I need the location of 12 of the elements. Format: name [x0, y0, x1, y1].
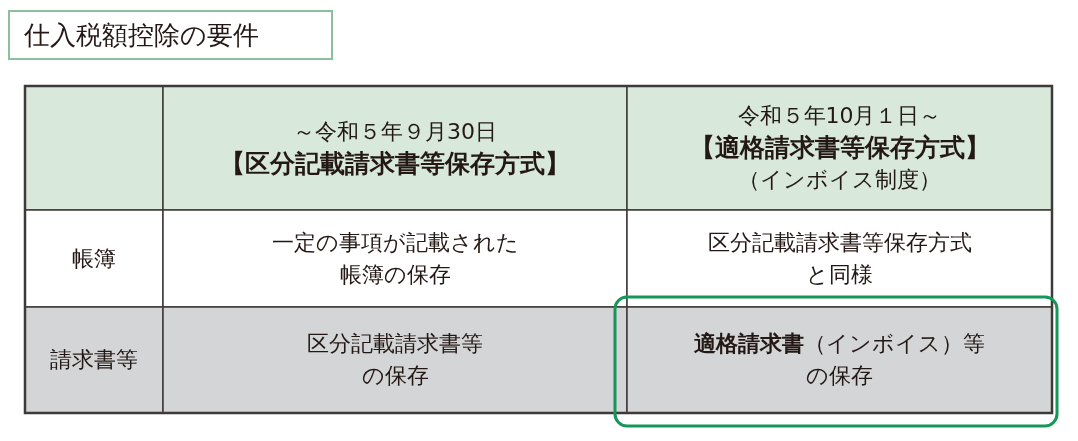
cell-text: 適格請求書（インボイス）等の保存 [693, 330, 986, 390]
header-text: 【区分記載請求書等保存方式】 [220, 148, 570, 180]
title-box: 仕入税額控除の要件 [8, 10, 333, 60]
cell-text: 一定の事項が記載された帳簿の保存 [270, 228, 520, 289]
header-text: ～令和５年９月30日 [293, 118, 497, 146]
header-text: 請求書等 [50, 346, 138, 374]
header-text: （インボイス制度） [738, 166, 941, 194]
header-text: 令和５年10月１日～ [737, 102, 942, 130]
cell-text: 区分記載請求書等保存方式と同様 [706, 228, 973, 289]
header-text: 【適格請求書等保存方式】 [689, 132, 990, 164]
cell-text: 区分記載請求書等の保存 [306, 330, 484, 390]
header-text: 帳簿 [72, 244, 116, 273]
